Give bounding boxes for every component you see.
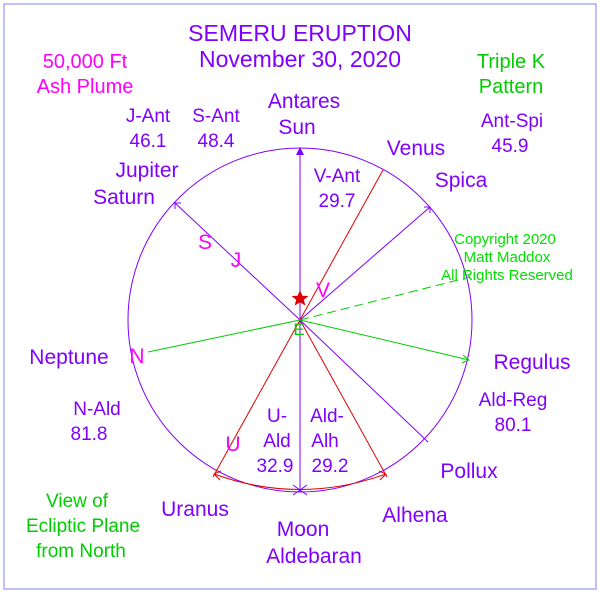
neptune-label: Neptune <box>29 346 108 369</box>
uranus-label: Uranus <box>161 498 229 521</box>
regulus-line <box>299 319 470 361</box>
alhena-label: Alhena <box>382 504 448 527</box>
j-ant-value: 46.1 <box>130 131 167 152</box>
view-line-2: Ecliptic Plane <box>26 516 140 537</box>
copyright-line-3: All Rights Reserved <box>441 267 573 284</box>
plume-line-2: Ash Plume <box>37 76 134 98</box>
pollux-line <box>299 319 429 443</box>
venus-label: Venus <box>387 137 445 160</box>
pattern-line-2: Pattern <box>479 76 543 98</box>
sun-label: Sun <box>278 116 315 139</box>
spica-arrow <box>424 206 431 213</box>
jupiter-saturn-line <box>174 202 301 321</box>
jupiter-arrow <box>174 202 181 209</box>
plume-line-1: 50,000 Ft <box>43 51 128 73</box>
regulus-label: Regulus <box>493 351 570 374</box>
diagram-border <box>3 3 597 590</box>
copyright-line-1: Copyright 2020 <box>454 231 556 248</box>
spica-line <box>299 206 431 321</box>
copyright-line-2: Matt Maddox <box>464 249 551 266</box>
moon-label: Moon <box>277 518 330 541</box>
view-line-3: from North <box>36 541 126 562</box>
s-ant-label: S-Ant <box>192 106 240 127</box>
n-ald-value: 81.8 <box>71 424 108 445</box>
v-ant-label: V-Ant <box>314 166 361 187</box>
ald-alh-line-2: Alh <box>311 431 338 452</box>
u-ald-value: 32.9 <box>257 456 294 477</box>
venus-marker: V <box>316 279 330 302</box>
title-line-2: November 30, 2020 <box>199 46 401 72</box>
copyright-pointer-line <box>299 276 471 321</box>
saturn-label: Saturn <box>93 186 155 209</box>
regulus-arrow <box>461 354 470 364</box>
pollux-label: Pollux <box>440 460 498 483</box>
spica-label: Spica <box>435 169 488 192</box>
eruption-star-icon <box>291 290 309 306</box>
title-line-1: SEMERU ERUPTION <box>188 20 412 46</box>
ald-reg-value: 80.1 <box>495 415 532 436</box>
jupiter-marker: J <box>231 249 242 272</box>
alhena-line <box>299 319 388 478</box>
j-ant-label: J-Ant <box>126 106 171 127</box>
u-ald-line-1: U- <box>267 406 287 427</box>
neptune-line <box>147 319 301 353</box>
ald-reg-label: Ald-Reg <box>479 390 548 411</box>
u-ald-line-2: Ald <box>263 431 290 452</box>
arc-arrow-right <box>378 470 387 481</box>
antares-label: Antares <box>268 90 340 113</box>
earth-marker: E <box>293 320 304 339</box>
uranus-line <box>212 319 301 478</box>
s-ant-value: 48.4 <box>198 131 235 152</box>
arc-arrow-left <box>213 470 222 481</box>
aldebaran-label: Aldebaran <box>266 545 362 568</box>
view-line-1: View of <box>46 491 109 512</box>
antares-arrow <box>296 147 304 155</box>
uranus-marker: U <box>225 433 240 456</box>
neptune-marker: N <box>129 345 144 368</box>
jupiter-label: Jupiter <box>115 159 178 182</box>
n-ald-label: N-Ald <box>73 399 121 420</box>
venus-line <box>299 169 384 321</box>
ald-alh-value: 29.2 <box>312 456 349 477</box>
v-ant-value: 29.7 <box>319 191 356 212</box>
ant-spi-label: Ant-Spi <box>481 111 543 132</box>
aldebaran-arrow-right <box>292 489 308 496</box>
ant-spi-value: 45.9 <box>492 136 529 157</box>
pattern-line-1: Triple K <box>477 51 546 73</box>
saturn-marker: S <box>198 231 212 254</box>
ald-alh-line-1: Ald- <box>310 406 344 427</box>
